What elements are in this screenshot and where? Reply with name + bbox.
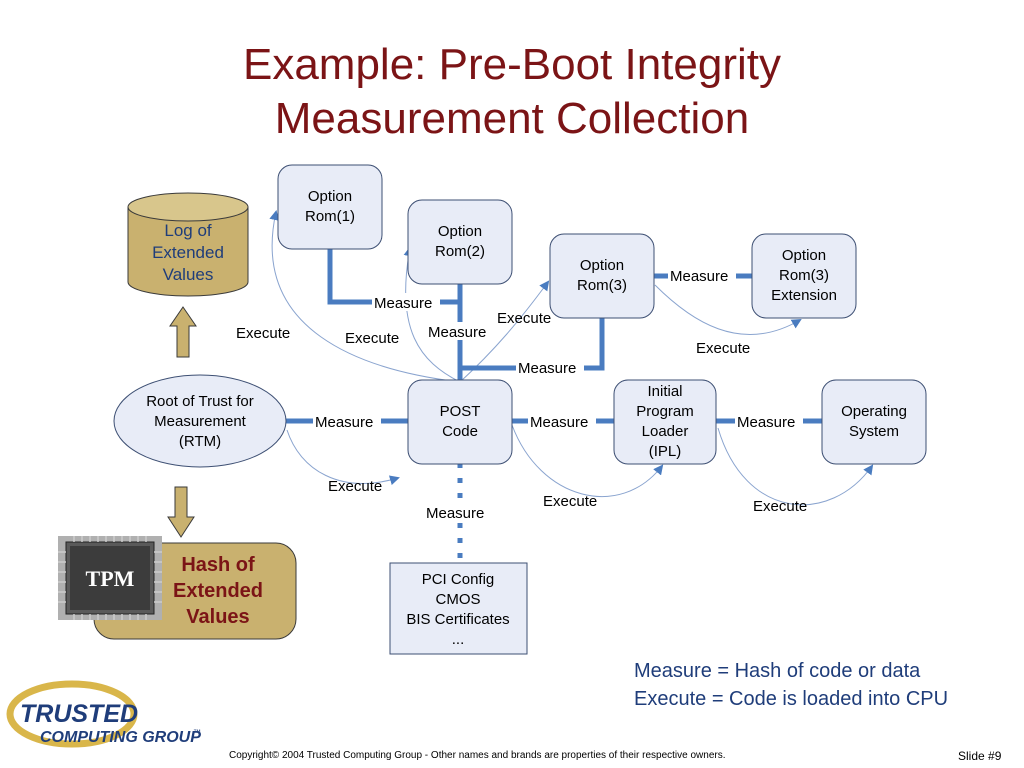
- log-cylinder: Log of Extended Values: [127, 192, 249, 297]
- rtm-line1: Root of Trust for: [146, 393, 254, 410]
- measure-label-ipl-os: Measure: [737, 414, 795, 431]
- pci-config-box: [389, 562, 528, 655]
- post-code-line1: POST: [440, 403, 481, 420]
- pci-line4: ...: [452, 631, 465, 648]
- pci-line2: CMOS: [436, 591, 481, 608]
- down-arrow-icon: [167, 486, 195, 538]
- ipl-line4: (IPL): [649, 443, 682, 460]
- measure-label-pci: Measure: [426, 505, 484, 522]
- option-rom1-line2: Rom(1): [305, 208, 355, 225]
- up-arrow-icon: [169, 306, 197, 358]
- tcg-logo: TRUSTED COMPUTING GROUP ™: [6, 680, 201, 748]
- logo-line2: COMPUTING GROUP: [40, 729, 201, 746]
- option-rom1-box: [277, 164, 383, 250]
- ipl-line2: Program: [636, 403, 694, 420]
- logo-tm: ™: [193, 728, 201, 737]
- rtm-line3: (RTM): [179, 433, 221, 450]
- measure-line-rom3: [460, 318, 605, 371]
- slide-title: Example: Pre-Boot Integrity Measurement …: [0, 38, 1024, 146]
- execute-label-rom3-ext: Execute: [696, 340, 750, 357]
- rtm-ellipse: [113, 374, 287, 468]
- option-rom2-line1: Option: [438, 223, 482, 240]
- option-rom3-ext-line3: Extension: [771, 287, 837, 304]
- execute-label-post-ipl: Execute: [543, 493, 597, 510]
- pci-line1: PCI Config: [422, 571, 495, 588]
- tpm-label: TPM: [86, 566, 135, 591]
- option-rom3-ext-line2: Rom(3): [779, 267, 829, 284]
- exec-curve-rtm-post: [286, 429, 400, 486]
- execute-curves: [269, 210, 874, 506]
- measure-label-rom1: Measure: [374, 295, 432, 312]
- hash-line3: Values: [186, 606, 249, 628]
- copyright-text: Copyright© 2004 Trusted Computing Group …: [229, 750, 726, 761]
- option-rom3-line1: Option: [580, 257, 624, 274]
- rtm-line2: Measurement: [154, 413, 247, 430]
- measure-label-rom3-ext: Measure: [670, 268, 728, 285]
- option-rom2-box: [407, 199, 513, 285]
- logo-line1: TRUSTED: [20, 700, 138, 728]
- logo-swoosh-icon: [6, 680, 138, 748]
- exec-curve-post-rom1: [269, 210, 461, 383]
- legend: Measure = Hash of code or data Execute =…: [634, 657, 948, 713]
- os-line1: Operating: [841, 403, 907, 420]
- tpm-chip-icon: TPM: [58, 536, 162, 620]
- exec-curve-ipl-os: [717, 427, 874, 506]
- measure-label-post-ipl: Measure: [530, 414, 588, 431]
- hash-line1: Hash of: [181, 554, 255, 576]
- measure-label-rtm-post: Measure: [315, 414, 373, 431]
- log-line3: Values: [163, 265, 214, 284]
- log-line2: Extended: [152, 243, 224, 262]
- option-rom1-line1: Option: [308, 188, 352, 205]
- os-box: [821, 379, 927, 465]
- legend-line-2: Execute = Code is loaded into CPU: [634, 688, 949, 710]
- slide-number: Slide #9: [958, 749, 1002, 763]
- boxes: [113, 164, 927, 655]
- legend-line-1: Measure = Hash of code or data: [634, 660, 921, 682]
- exec-curve-post-ipl: [511, 424, 664, 498]
- ipl-line3: Loader: [642, 423, 689, 440]
- measure-labels: Measure Measure Measure Measure Measure …: [313, 266, 803, 522]
- ipl-line1: Initial: [647, 383, 682, 400]
- measure-label-rom2: Measure: [428, 324, 486, 341]
- option-rom3-box: [549, 233, 655, 319]
- execute-labels: Execute Execute Execute Execute Execute …: [236, 310, 807, 515]
- pci-line3: BIS Certificates: [406, 611, 509, 628]
- ipl-box: [613, 379, 717, 465]
- exec-curve-post-rom2: [403, 246, 461, 383]
- execute-label-rtm-post: Execute: [328, 478, 382, 495]
- exec-curve-rom3-ext: [654, 284, 802, 335]
- os-line2: System: [849, 423, 899, 440]
- post-code-box: [407, 379, 513, 465]
- execute-label-rom1: Execute: [236, 325, 290, 342]
- hash-line2: Extended: [173, 580, 263, 602]
- execute-label-ipl-os: Execute: [753, 498, 807, 515]
- log-line1: Log of: [164, 221, 212, 240]
- option-rom3-ext-box: [751, 233, 857, 319]
- execute-label-rom2: Execute: [345, 330, 399, 347]
- execute-label-rom3: Execute: [497, 310, 551, 327]
- option-rom3-line2: Rom(3): [577, 277, 627, 294]
- option-rom2-line2: Rom(2): [435, 243, 485, 260]
- measure-label-rom3: Measure: [518, 360, 576, 377]
- exec-curve-post-rom3: [459, 280, 550, 383]
- title-line-1: Example: Pre-Boot Integrity: [242, 40, 781, 89]
- option-rom3-ext-line1: Option: [782, 247, 826, 264]
- title-line-2: Measurement Collection: [274, 94, 750, 143]
- post-code-line2: Code: [442, 423, 478, 440]
